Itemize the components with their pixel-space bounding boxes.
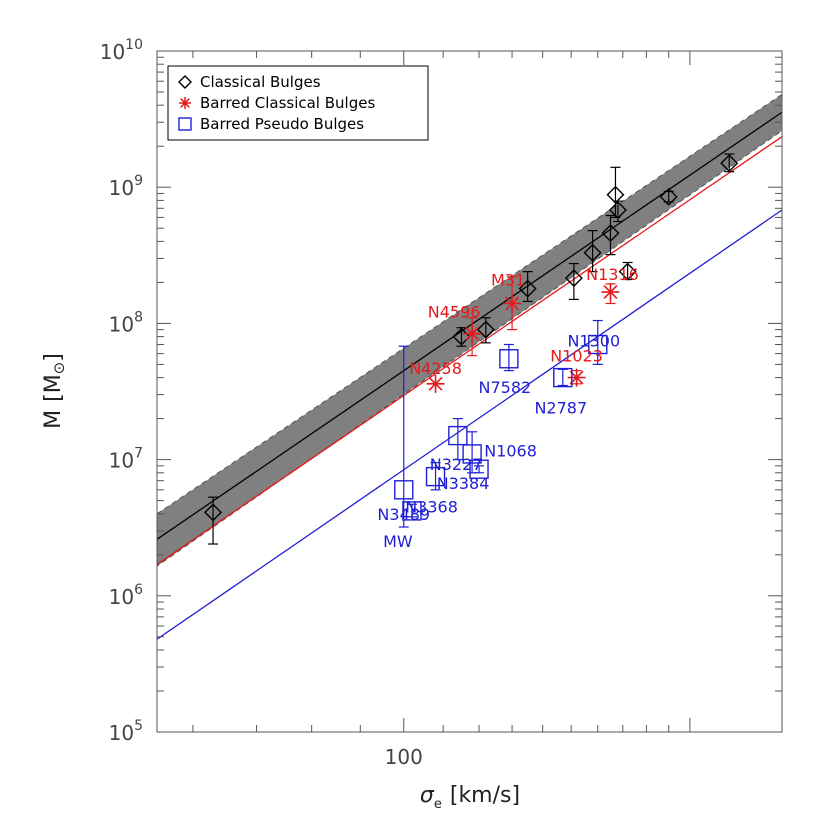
x-tick-label: 100	[385, 745, 423, 769]
y-tick-label-exponent: 6	[134, 582, 143, 598]
point-label: N4596	[428, 303, 481, 322]
point-label: N3489	[377, 505, 430, 524]
diamond-marker	[518, 279, 537, 298]
y-tick-label: 105	[109, 718, 143, 745]
data-points	[204, 153, 739, 545]
point-label: M31	[491, 270, 525, 289]
diamond-marker	[659, 187, 678, 206]
y-tick-label-exponent: 5	[134, 718, 143, 734]
diamond-marker	[608, 201, 627, 220]
y-tick-label-base: 10	[109, 585, 134, 609]
diamond-marker	[564, 269, 583, 288]
y-tick-label-exponent: 7	[134, 446, 143, 462]
square-marker	[402, 501, 422, 521]
diamond-marker	[606, 185, 625, 204]
y-tick-label: 1010	[100, 37, 143, 64]
fit-line	[156, 209, 783, 640]
point-label: N4258	[409, 359, 462, 378]
fit-line	[156, 136, 783, 565]
y-tick-label: 107	[109, 446, 143, 473]
square-marker	[553, 367, 573, 388]
square-marker	[588, 334, 608, 355]
y-tick-label: 108	[109, 309, 143, 336]
point-label: N3368	[405, 498, 458, 517]
legend-label: Barred Pseudo Bulges	[200, 115, 364, 133]
asterisk-marker	[601, 283, 620, 302]
asterisk-marker	[567, 368, 586, 387]
diamond-marker	[601, 224, 620, 243]
asterisk-marker	[503, 294, 522, 313]
y-tick-label: 106	[109, 582, 143, 609]
y-tick-label: 109	[109, 173, 143, 200]
y-tick-label-base: 10	[109, 721, 134, 745]
y-axis-unit-sym: ⊙	[50, 362, 68, 375]
square-marker	[425, 466, 446, 487]
y-tick-label-exponent: 10	[125, 37, 143, 53]
asterisk-marker	[463, 324, 482, 343]
x-axis-symbol: σ	[420, 783, 435, 808]
legend-marker	[178, 117, 192, 131]
fit-line	[156, 111, 783, 540]
diamond-marker	[583, 243, 602, 262]
point-label: N1023	[550, 347, 603, 366]
legend-label: Classical Bulges	[200, 73, 321, 91]
legend-label: Barred Classical Bulges	[200, 94, 375, 112]
diamond-marker	[720, 154, 739, 173]
legend-marker	[179, 97, 191, 109]
point-label: N7582	[479, 378, 532, 397]
y-axis-unit-close: ]	[41, 353, 66, 362]
y-axis-title: M [M⊙]	[41, 353, 68, 429]
y-tick-label-base: 10	[109, 449, 134, 473]
plot-frame	[156, 50, 783, 733]
point-label: MW	[383, 532, 413, 551]
legend-marker	[178, 75, 192, 89]
square-marker	[469, 459, 489, 479]
x-axis-subscript: e	[434, 797, 442, 812]
legend-box	[167, 65, 429, 141]
point-label: N3227	[430, 455, 483, 474]
point-label: N3384	[437, 474, 490, 493]
square-marker	[448, 425, 468, 446]
square-marker	[394, 480, 414, 500]
diamond-marker	[618, 262, 637, 281]
y-tick-label-base: 10	[100, 40, 125, 64]
y-tick-label-exponent: 9	[134, 173, 143, 189]
y-axis-main: M	[41, 410, 66, 429]
point-label: N1300	[567, 331, 620, 350]
y-tick-label-base: 10	[109, 312, 134, 336]
diamond-marker	[204, 503, 223, 522]
asterisk-marker	[426, 374, 445, 393]
point-label: N1316	[586, 265, 639, 284]
diamond-marker	[476, 320, 495, 339]
x-axis-unit: [km/s]	[450, 783, 520, 808]
x-axis-title: σe [km/s]	[420, 783, 520, 812]
point-label: N2787	[534, 399, 587, 418]
y-tick-label-exponent: 8	[134, 309, 143, 325]
square-marker	[462, 444, 482, 464]
fit-lines	[156, 111, 783, 640]
y-axis-unit-open: [M	[41, 374, 66, 402]
y-tick-label-base: 10	[109, 176, 134, 200]
square-marker	[499, 349, 519, 369]
point-label: N1068	[484, 442, 537, 461]
